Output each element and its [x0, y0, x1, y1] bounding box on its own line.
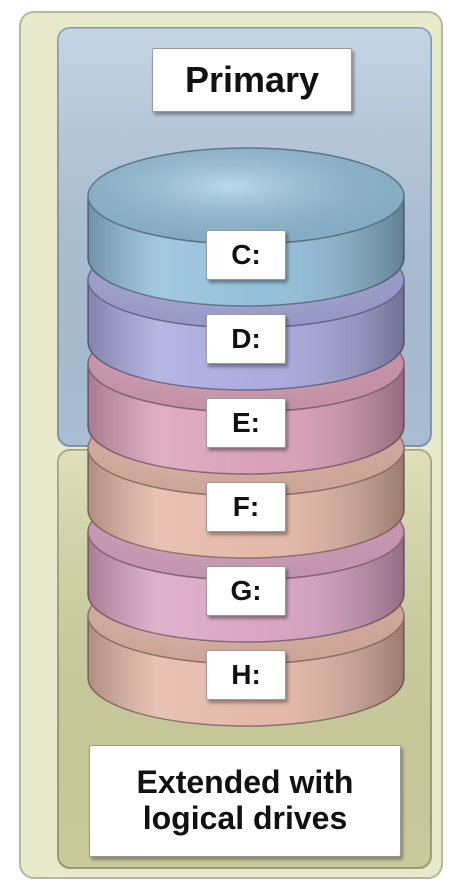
drive-label-e: E: [206, 398, 286, 448]
drive-label-c: C: [206, 230, 286, 280]
drive-label-g: G: [206, 566, 286, 616]
drive-label-h: H: [206, 650, 286, 700]
disk-c [88, 148, 404, 306]
extended-label: Extended with logical drives [89, 745, 401, 857]
drive-label-f: F: [206, 482, 286, 532]
primary-label: Primary [152, 48, 352, 112]
drive-label-d: D: [206, 314, 286, 364]
